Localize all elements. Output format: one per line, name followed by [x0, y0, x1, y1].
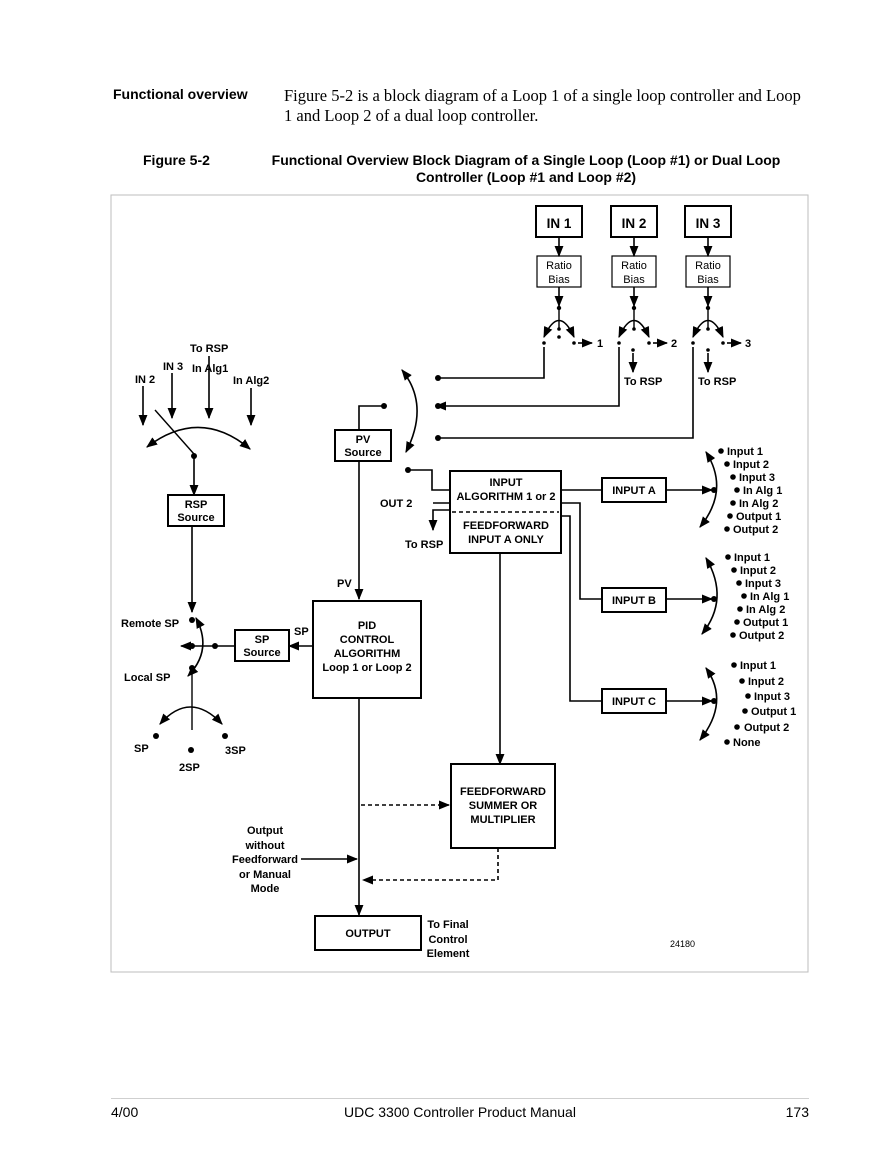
rsp-source-label-2: Source	[177, 512, 214, 524]
input-algorithm-box	[449, 470, 562, 554]
bias-label-1: Bias	[548, 274, 570, 286]
diagram-frame	[110, 194, 809, 973]
input-a-option: Input 3	[739, 472, 775, 484]
input-c-option: Input 1	[740, 660, 776, 672]
input-a-option: In Alg 1	[743, 485, 782, 497]
input-b-option: In Alg 1	[750, 591, 789, 603]
pid-label-4: Loop 1 or Loop 2	[322, 662, 411, 674]
input-b-box	[601, 587, 667, 613]
output-box	[314, 915, 422, 951]
bias-label-3: Bias	[697, 274, 719, 286]
rsp-in-alg1-label: In Alg1	[192, 363, 228, 375]
sp-source-label-2: Source	[243, 647, 280, 659]
sp-option-2sp: 2SP	[179, 762, 200, 774]
input-c-label: INPUT C	[612, 696, 656, 708]
input-b-option: Output 1	[743, 617, 788, 629]
switch-3-label: 3	[745, 338, 751, 350]
in1-label: IN 1	[547, 216, 572, 231]
switch-2-label: 2	[671, 338, 677, 350]
output-note-3: Feedforward	[232, 854, 298, 866]
figure-title: Functional Overview Block Diagram of a S…	[271, 152, 781, 185]
output-note-5: Mode	[251, 883, 280, 895]
rsp-to-rsp-label: To RSP	[190, 343, 228, 355]
bias-label-2: Bias	[623, 274, 645, 286]
footer-page: 173	[785, 1104, 809, 1120]
input-c-option: Output 1	[751, 706, 796, 718]
ff-summer-label-2: SUMMER OR	[469, 800, 538, 812]
figure-code: 24180	[670, 939, 695, 949]
input-b-option: Input 3	[745, 578, 781, 590]
ff-summer-label-3: MULTIPLIER	[470, 814, 535, 826]
input-a-label: INPUT A	[612, 485, 656, 497]
pid-label-3: ALGORITHM	[334, 648, 401, 660]
output-note-2: without	[244, 840, 284, 852]
pv-source-label-1: PV	[356, 434, 371, 446]
input-c-option: Output 2	[744, 722, 789, 734]
out2-label: OUT 2	[380, 498, 412, 510]
to-rsp-label-3: To RSP	[698, 376, 736, 388]
rsp-in-alg2-label: In Alg2	[233, 375, 269, 387]
in3-label: IN 3	[696, 216, 721, 231]
output-note-1: Output	[247, 825, 283, 837]
input-b-label: INPUT B	[612, 595, 656, 607]
input-a-option: Input 1	[727, 446, 763, 458]
input-a-option: Output 1	[736, 511, 781, 523]
figure-number: Figure 5-2	[143, 152, 210, 168]
sp-source-box	[234, 629, 290, 662]
input-c-option: Input 2	[748, 676, 784, 688]
final-label-2: Control	[428, 934, 467, 946]
to-rsp-label-ff: To RSP	[405, 539, 443, 551]
output-label: OUTPUT	[345, 928, 391, 940]
ratio-label-3: Ratio	[695, 260, 721, 272]
pv-label: PV	[337, 578, 352, 590]
feedforward-input-label-1: FEEDFORWARD	[463, 520, 549, 532]
ratio-label-1: Ratio	[546, 260, 572, 272]
rsp-in2-label: IN 2	[135, 374, 155, 386]
final-label-1: To Final	[427, 919, 468, 931]
input-a-option: In Alg 2	[739, 498, 778, 510]
input-c-option: Input 3	[754, 691, 790, 703]
rsp-in3-label: IN 3	[163, 361, 183, 373]
pid-box	[312, 600, 422, 699]
input-a-option: Output 2	[733, 524, 778, 536]
switch-1-label: 1	[597, 338, 603, 350]
pv-source-label-2: Source	[344, 447, 381, 459]
footer-date: 4/00	[111, 1104, 139, 1120]
sp-option-sp: SP	[134, 743, 149, 755]
pv-source-box	[334, 429, 392, 462]
rsp-source-label-1: RSP	[185, 499, 208, 511]
ratio-label-2: Ratio	[621, 260, 647, 272]
input-algorithm-label-1: INPUT	[490, 477, 523, 489]
local-sp-label: Local SP	[124, 672, 170, 684]
input-b-option: In Alg 2	[746, 604, 785, 616]
sp-option-3sp: 3SP	[225, 745, 246, 757]
section-heading: Functional overview	[113, 86, 248, 102]
input-b-option: Input 2	[740, 565, 776, 577]
sp-label: SP	[294, 626, 309, 638]
input-c-option: None	[733, 737, 761, 749]
pid-label-1: PID	[358, 620, 376, 632]
feedforward-input-label-2: INPUT A ONLY	[468, 534, 544, 546]
ff-summer-label-1: FEEDFORWARD	[460, 786, 546, 798]
input-b-option: Input 1	[734, 552, 770, 564]
section-body: Figure 5-2 is a block diagram of a Loop …	[284, 86, 801, 125]
sp-source-label-1: SP	[255, 634, 270, 646]
feedforward-summer-box	[450, 763, 556, 849]
output-note-4: or Manual	[239, 869, 291, 881]
to-rsp-label-2: To RSP	[624, 376, 662, 388]
final-label-3: Element	[427, 948, 470, 960]
input-algorithm-label-2: ALGORITHM 1 or 2	[456, 491, 555, 503]
rsp-source-box	[167, 494, 225, 527]
pid-label-2: CONTROL	[340, 634, 395, 646]
in2-label: IN 2	[622, 216, 647, 231]
page-footer: 4/00 UDC 3300 Controller Product Manual …	[111, 1098, 809, 1120]
remote-sp-label: Remote SP	[121, 618, 179, 630]
footer-title: UDC 3300 Controller Product Manual	[344, 1104, 576, 1120]
input-a-option: Input 2	[733, 459, 769, 471]
input-b-option: Output 2	[739, 630, 784, 642]
